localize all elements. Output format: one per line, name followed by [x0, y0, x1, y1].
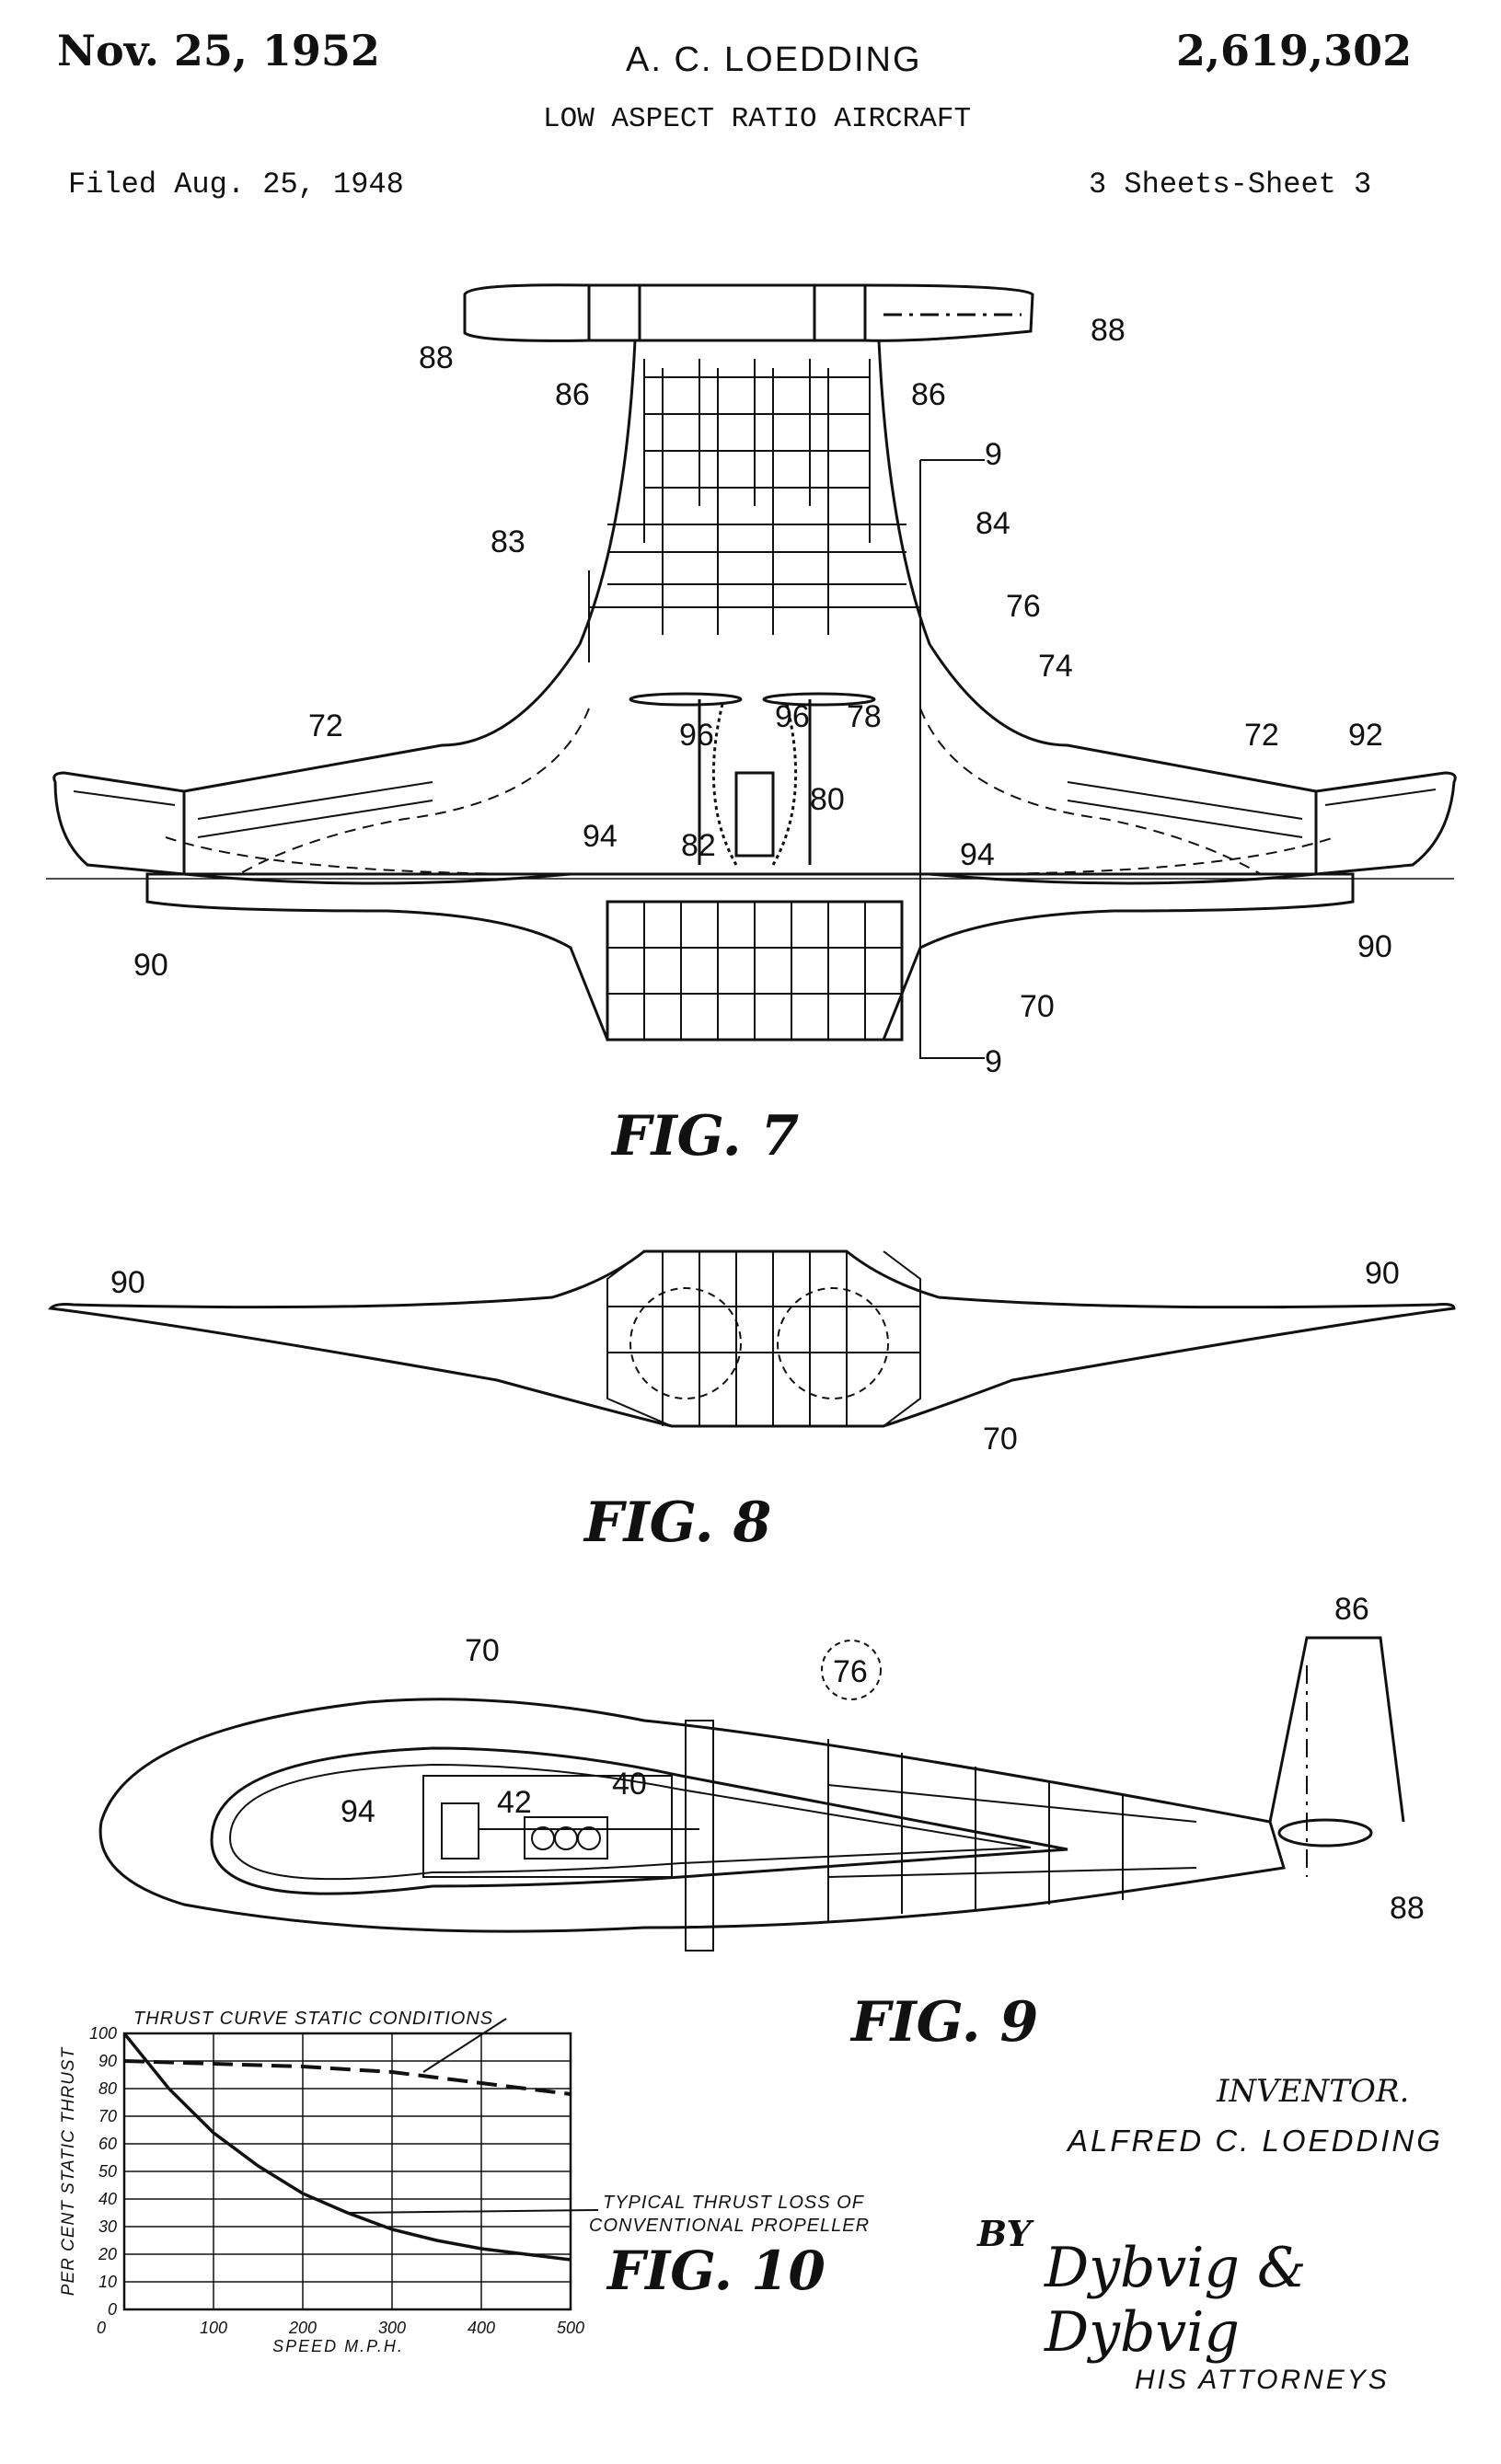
fig9-ref-86: 86 — [1334, 1592, 1369, 1627]
fig9-label: FIG. 9 — [849, 1990, 1038, 2055]
ref-83: 83 — [491, 524, 525, 559]
fig7-label: FIG. 7 — [610, 1104, 800, 1169]
static-annotation-leader — [422, 2018, 507, 2073]
ref-96-left: 96 — [679, 718, 714, 753]
ref-74: 74 — [1038, 649, 1073, 684]
sheet-count: 3 Sheets-Sheet 3 — [1089, 167, 1372, 201]
ref-76: 76 — [1006, 589, 1041, 624]
x-tick-label: 100 — [200, 2319, 227, 2337]
ref-90-left: 90 — [133, 948, 168, 983]
loss-annotation-line2: CONVENTIONAL PROPELLER — [589, 2216, 870, 2236]
fig8-drawing: 90 90 70 FIG. 8 — [48, 1249, 1456, 1555]
fig9-ref-94: 94 — [341, 1794, 375, 1829]
x-tick-label: 500 — [557, 2319, 584, 2337]
fig9-drawing: 86 70 76 94 42 40 88 FIG. 9 — [98, 1592, 1425, 2055]
fig7-drawing: 88 88 86 86 9 84 83 76 74 72 72 92 96 96… — [46, 283, 1457, 1169]
fig9-ref-88: 88 — [1390, 1891, 1425, 1926]
y-tick-label: 60 — [98, 2135, 117, 2153]
ref-96-right: 96 — [775, 699, 810, 734]
fig10-chart: 0 10 20 30 40 50 60 70 80 90 100 100 200 300 400 500 0SP… — [59, 2009, 869, 2355]
fig9-ref-70: 70 — [465, 1633, 500, 1668]
ref-88-right: 88 — [1091, 313, 1126, 348]
by-label: BY — [977, 2213, 1032, 2254]
ref-86-right: 86 — [911, 377, 946, 412]
x-tick-label: 200 — [288, 2319, 317, 2337]
ref-80: 80 — [810, 782, 845, 817]
plot-frame — [122, 2032, 572, 2311]
ref-86-left: 86 — [555, 377, 590, 412]
inventor-name-header: A. C. LOEDDING — [626, 40, 922, 79]
ref-9-bottom: 9 — [985, 1044, 1002, 1079]
fig10-label: FIG. 10 — [606, 2239, 826, 2302]
ref-72-left: 72 — [308, 708, 343, 743]
ref-94-left: 94 — [583, 819, 618, 854]
ref-90-right: 90 — [1357, 929, 1392, 964]
fig9-ref-40: 40 — [612, 1767, 647, 1802]
y-tick-label: 90 — [98, 2052, 117, 2070]
ref-92: 92 — [1348, 718, 1383, 753]
patent-number: 2,619,302 — [1176, 26, 1413, 75]
propeller-loss-curve — [122, 2032, 572, 2262]
x-axis-label: SPEED M.P.H. — [272, 2337, 404, 2355]
inventor-heading: INVENTOR. — [1217, 2073, 1410, 2110]
patent-title: LOW ASPECT RATIO AIRCRAFT — [543, 103, 972, 135]
ref-88-left: 88 — [419, 340, 454, 375]
y-axis-label: PER CENT STATIC THRUST — [59, 2046, 78, 2296]
loss-annotation-line1: TYPICAL THRUST LOSS OF — [603, 2193, 865, 2213]
fig8-ref-90-right: 90 — [1365, 1256, 1400, 1291]
y-tick-label: 100 — [89, 2024, 117, 2043]
ref-72-right: 72 — [1244, 718, 1279, 753]
patent-date: Nov. 25, 1952 — [57, 26, 380, 75]
ref-94-right: 94 — [960, 837, 995, 872]
ref-70: 70 — [1020, 989, 1055, 1024]
ref-78: 78 — [847, 699, 882, 734]
fig9-ref-76: 76 — [833, 1654, 868, 1689]
fig8-ref-70: 70 — [983, 1422, 1018, 1457]
y-tick-label: 0 — [108, 2300, 117, 2319]
x-tick-label: 300 — [378, 2319, 406, 2337]
static-thrust-curve — [123, 2059, 572, 2096]
y-tick-label: 20 — [98, 2245, 117, 2263]
x-tick-label: 400 — [468, 2319, 495, 2337]
ref-84: 84 — [976, 506, 1010, 541]
inventor-full-name: ALFRED C. LOEDDING — [1068, 2124, 1443, 2158]
fig9-ref-42: 42 — [497, 1785, 532, 1820]
y-tick-label: 80 — [98, 2079, 117, 2098]
y-tick-label: 70 — [98, 2107, 117, 2125]
ref-82: 82 — [681, 828, 716, 863]
y-tick-label: 40 — [98, 2190, 117, 2208]
x-tick-label: 0 — [97, 2319, 106, 2337]
fig8-label: FIG. 8 — [583, 1491, 771, 1555]
loss-annotation-leader — [347, 2209, 599, 2214]
ref-9-top: 9 — [985, 437, 1002, 472]
static-curve-annotation: THRUST CURVE STATIC CONDITIONS — [133, 2009, 493, 2029]
attorneys-label: HIS ATTORNEYS — [1135, 2365, 1390, 2395]
y-tick-label: 10 — [98, 2273, 117, 2291]
attorneys-signature: Dybvig & Dybvig — [1045, 2236, 1307, 2365]
filed-date: Filed Aug. 25, 1948 — [68, 167, 404, 201]
y-tick-label: 30 — [98, 2217, 117, 2236]
y-tick-label: 50 — [98, 2162, 117, 2181]
fig8-ref-90-left: 90 — [110, 1265, 145, 1300]
